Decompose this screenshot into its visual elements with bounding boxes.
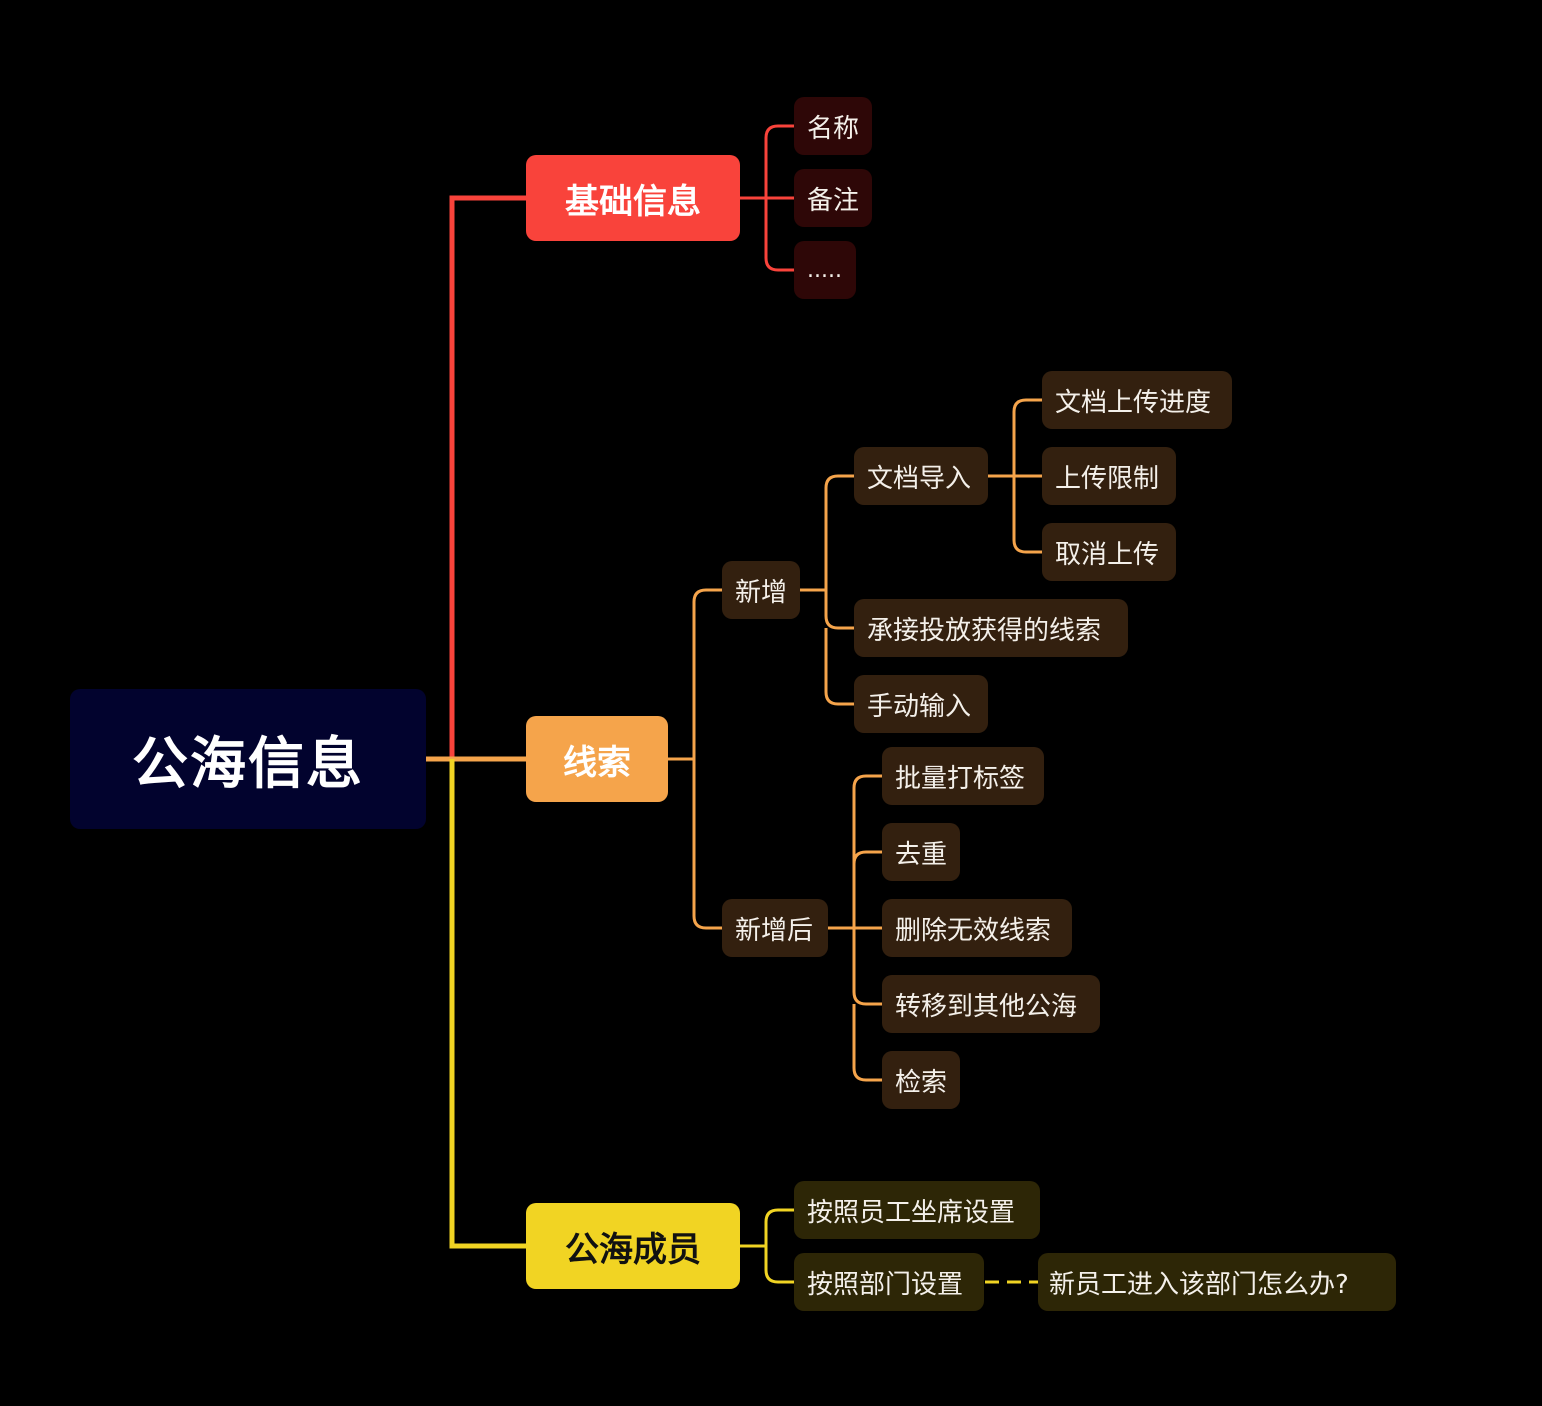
topic-clue[interactable]: 线索 (526, 716, 668, 802)
node-doc-import[interactable]: 文档导入 (854, 447, 988, 505)
root-label: 公海信息 (132, 731, 364, 797)
leaf-delete-invalid[interactable]: 删除无效线索 (882, 899, 1072, 957)
leaf-upload-limit[interactable]: 上传限制 (1042, 447, 1176, 505)
leaf-batch-tag-label: 批量打标签 (895, 763, 1026, 794)
link-members-dept (764, 1246, 794, 1284)
leaf-name-label: 名称 (807, 113, 860, 144)
leaf-delete-invalid-label: 删除无效线索 (895, 915, 1052, 946)
link-root-members (449, 759, 526, 1249)
leaf-search[interactable]: 检索 (882, 1051, 960, 1109)
leaf-more-label: ..... (807, 257, 842, 283)
link-doc-progress (988, 398, 1042, 478)
leaf-name[interactable]: 名称 (794, 97, 872, 155)
leaf-by-seat[interactable]: 按照员工坐席设置 (794, 1181, 1040, 1239)
link-add-accept (824, 590, 854, 630)
leaf-note[interactable]: 备注 (794, 169, 872, 227)
leaf-by-dept[interactable]: 按照部门设置 (794, 1253, 984, 1311)
link-clue-after (692, 759, 722, 930)
leaf-accept-clues-label: 承接投放获得的线索 (867, 615, 1102, 646)
leaf-dedupe-label: 去重 (895, 839, 948, 870)
leaf-dept-question-label: 新员工进入该部门怎么办? (1049, 1269, 1349, 1300)
leaf-dedupe[interactable]: 去重 (882, 823, 960, 881)
link-basic-more (764, 198, 794, 272)
node-after-add-label: 新增后 (735, 915, 814, 946)
link-after-search (852, 1004, 882, 1082)
link-basic-name (740, 124, 794, 200)
link-after-dedupe (852, 850, 882, 865)
leaf-by-seat-label: 按照员工坐席设置 (807, 1197, 1016, 1228)
link-after-transfer (852, 928, 882, 1006)
link-members-seat (740, 1208, 794, 1248)
topic-clue-label: 线索 (563, 742, 631, 783)
node-doc-import-label: 文档导入 (867, 463, 972, 494)
leaf-transfer-label: 转移到其他公海 (895, 991, 1078, 1022)
leaf-dept-question[interactable]: 新员工进入该部门怎么办? (1038, 1253, 1396, 1311)
leaf-cancel-upload[interactable]: 取消上传 (1042, 523, 1176, 581)
leaf-note-label: 备注 (807, 185, 860, 216)
leaf-manual-input[interactable]: 手动输入 (854, 675, 988, 733)
leaf-batch-tag[interactable]: 批量打标签 (882, 747, 1044, 805)
leaf-by-dept-label: 按照部门设置 (807, 1269, 964, 1300)
link-add-manual (824, 628, 854, 706)
link-root-basic (426, 195, 526, 762)
leaf-search-label: 检索 (895, 1067, 948, 1098)
topic-members-label: 公海成员 (565, 1229, 701, 1270)
leaf-accept-clues[interactable]: 承接投放获得的线索 (854, 599, 1128, 657)
leaf-manual-input-label: 手动输入 (867, 691, 972, 722)
link-after-tag (828, 774, 882, 930)
leaf-upload-limit-label: 上传限制 (1055, 463, 1160, 494)
leaf-upload-progress-label: 文档上传进度 (1055, 387, 1212, 418)
link-add-doc (800, 474, 854, 592)
node-after-add[interactable]: 新增后 (722, 899, 828, 957)
leaf-upload-progress[interactable]: 文档上传进度 (1042, 371, 1232, 429)
leaf-transfer[interactable]: 转移到其他公海 (882, 975, 1100, 1033)
root-node[interactable]: 公海信息 (70, 689, 426, 829)
link-clue-add (668, 588, 722, 761)
node-add[interactable]: 新增 (722, 561, 800, 619)
link-doc-cancel (1012, 476, 1042, 554)
topic-members[interactable]: 公海成员 (526, 1203, 740, 1289)
node-add-label: 新增 (735, 577, 788, 608)
leaf-more[interactable]: ..... (794, 241, 856, 299)
topic-basic-info-label: 基础信息 (565, 181, 701, 222)
leaf-cancel-upload-label: 取消上传 (1055, 539, 1160, 570)
topic-basic-info[interactable]: 基础信息 (526, 155, 740, 241)
